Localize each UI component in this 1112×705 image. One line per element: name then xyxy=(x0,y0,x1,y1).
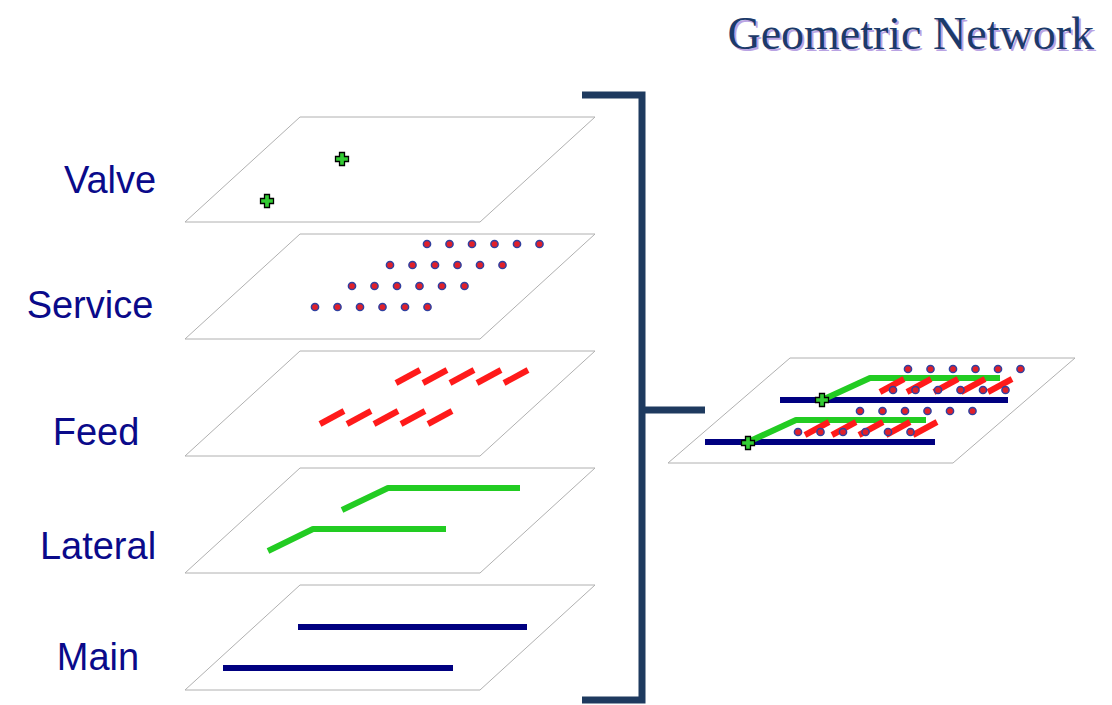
service-point xyxy=(491,240,498,247)
service-point xyxy=(889,386,896,393)
layer-label: Service xyxy=(27,286,154,324)
feed-line xyxy=(428,411,452,424)
lateral-line xyxy=(268,529,446,551)
feed-line xyxy=(477,370,501,383)
lateral-line xyxy=(342,488,520,510)
service-point xyxy=(957,386,964,393)
service-point xyxy=(969,407,976,414)
service-point xyxy=(416,282,423,289)
main-line xyxy=(780,397,1008,403)
service-point xyxy=(401,303,408,310)
service-point xyxy=(423,240,430,247)
service-point xyxy=(334,303,341,310)
bracket xyxy=(582,95,642,700)
feed-line xyxy=(374,411,398,424)
feed-line xyxy=(805,422,829,435)
service-point xyxy=(934,386,941,393)
service-point xyxy=(386,261,393,268)
diagram-title: Geometric Network xyxy=(727,11,1094,57)
layer-label: Feed xyxy=(53,413,140,451)
feed-line xyxy=(832,422,856,435)
layer-label: Valve xyxy=(64,161,156,199)
service-point xyxy=(438,282,445,289)
layer-label: Lateral xyxy=(40,527,156,565)
service-point xyxy=(901,407,908,414)
bracket xyxy=(642,407,705,414)
service-point xyxy=(311,303,318,310)
feed-line xyxy=(450,370,474,383)
layer-plane xyxy=(185,468,595,573)
lateral-line xyxy=(822,378,1000,400)
feed-line xyxy=(423,370,447,383)
service-point xyxy=(884,428,891,435)
service-point xyxy=(513,240,520,247)
service-point xyxy=(1002,386,1009,393)
service-point xyxy=(907,428,914,435)
layer-plane xyxy=(185,351,595,456)
main-line xyxy=(298,624,527,630)
layer-plane xyxy=(185,585,595,690)
service-point xyxy=(454,261,461,268)
service-point xyxy=(817,428,824,435)
valve-symbol xyxy=(336,153,349,166)
feed-line xyxy=(913,422,937,435)
feed-line xyxy=(859,422,883,435)
service-point xyxy=(794,428,801,435)
valve-symbol xyxy=(742,437,755,450)
service-point xyxy=(461,282,468,289)
layer-plane xyxy=(185,234,595,339)
service-point xyxy=(446,240,453,247)
service-point xyxy=(912,386,919,393)
service-point xyxy=(468,240,475,247)
service-point xyxy=(424,303,431,310)
valve-symbol xyxy=(261,195,274,208)
main-line xyxy=(705,439,935,445)
service-point xyxy=(1017,365,1024,372)
valve-symbol xyxy=(816,394,829,407)
service-point xyxy=(949,365,956,372)
service-point xyxy=(904,365,911,372)
service-point xyxy=(994,365,1001,372)
service-point xyxy=(499,261,506,268)
service-point xyxy=(371,282,378,289)
service-point xyxy=(536,240,543,247)
service-point xyxy=(927,365,934,372)
service-point xyxy=(972,365,979,372)
layer-plane xyxy=(185,117,595,222)
service-point xyxy=(393,282,400,289)
layer-plane xyxy=(668,358,1075,463)
feed-line xyxy=(504,370,528,383)
service-point xyxy=(924,407,931,414)
service-point xyxy=(979,386,986,393)
layer-label: Main xyxy=(57,638,139,676)
lateral-line xyxy=(748,420,926,442)
service-point xyxy=(839,428,846,435)
service-point xyxy=(409,261,416,268)
feed-line xyxy=(320,411,344,424)
service-point xyxy=(356,303,363,310)
main-line xyxy=(223,665,453,671)
feed-line xyxy=(401,411,425,424)
feed-line xyxy=(347,411,371,424)
service-point xyxy=(348,282,355,289)
service-point xyxy=(476,261,483,268)
service-point xyxy=(946,407,953,414)
service-point xyxy=(856,407,863,414)
service-point xyxy=(862,428,869,435)
feed-line xyxy=(396,370,420,383)
service-point xyxy=(879,407,886,414)
service-point xyxy=(379,303,386,310)
service-point xyxy=(431,261,438,268)
